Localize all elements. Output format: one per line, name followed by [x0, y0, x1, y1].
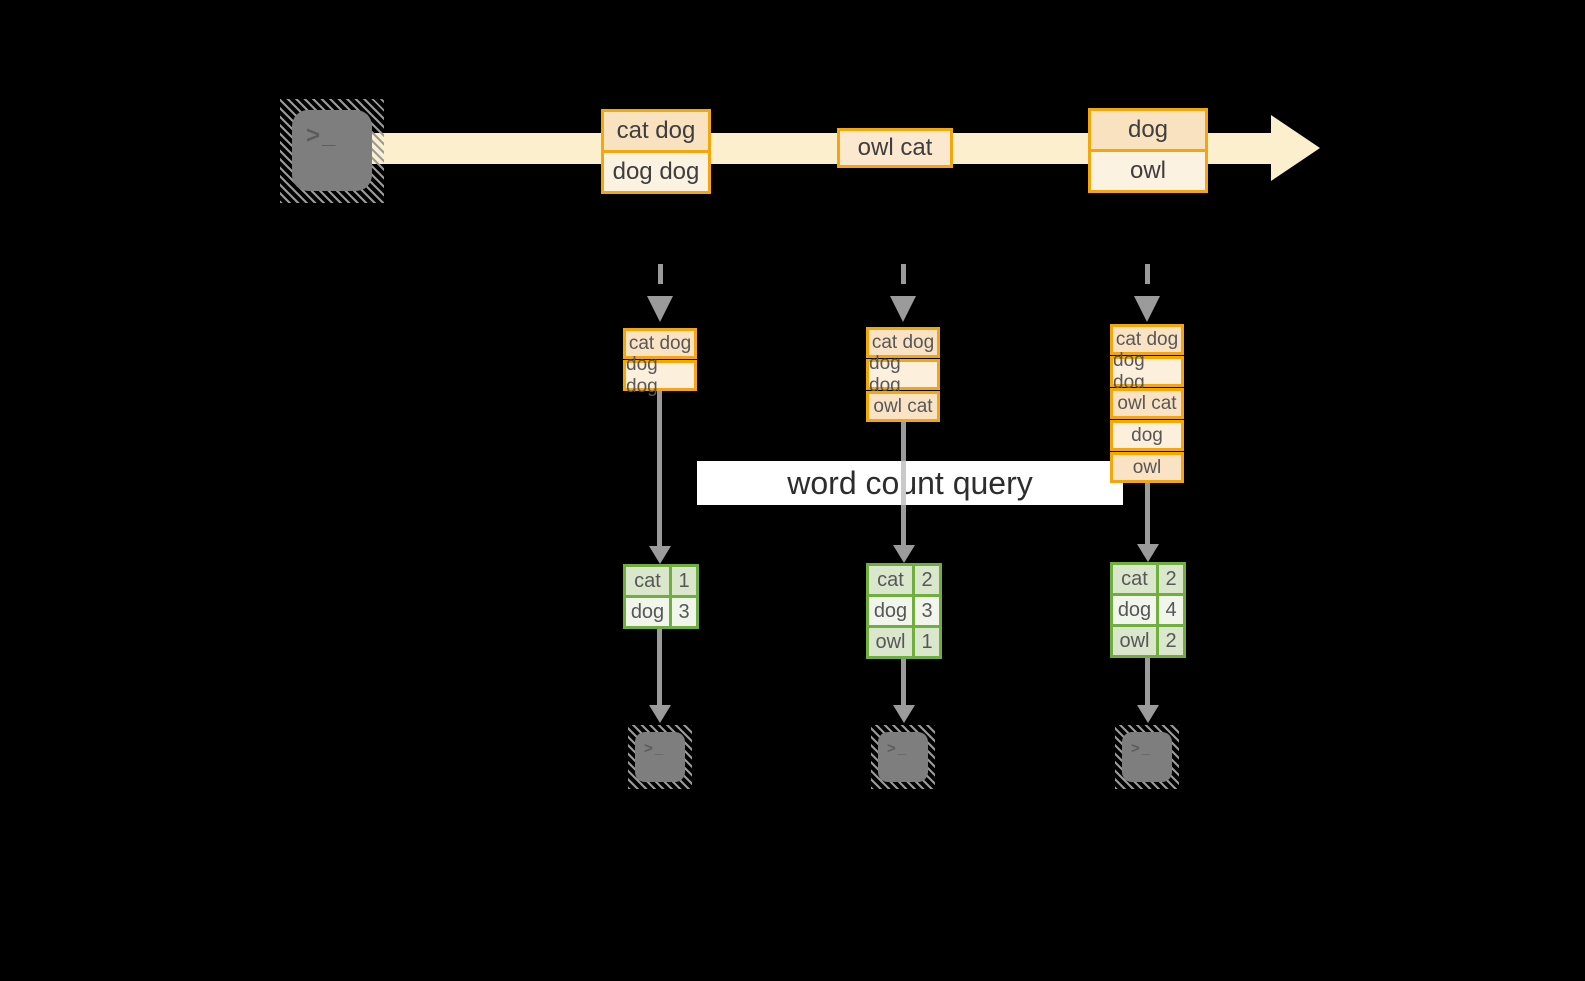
count-cell: 2 — [1159, 565, 1183, 593]
word-cell: dog — [626, 598, 669, 626]
flow-arrowhead-icon — [893, 705, 915, 723]
ingest-dashed-arrow-icon — [1145, 264, 1150, 284]
output-terminal-icon: >_ — [871, 725, 935, 789]
count-cell: 3 — [672, 598, 696, 626]
ingest-arrowhead-icon — [890, 296, 916, 322]
stream-event-text: owl cat — [840, 131, 950, 165]
word-cell: cat — [626, 567, 669, 595]
buffer-item: owl cat — [866, 391, 940, 422]
event-buffer-stack: cat dog dog dog owl cat dog owl — [1110, 324, 1184, 483]
event-buffer-stack: cat dog dog dog — [623, 328, 697, 397]
stream-event-text: cat dog — [604, 112, 708, 150]
flow-line — [657, 629, 662, 707]
word-cell: cat — [869, 566, 912, 594]
terminal-screen: >_ — [1122, 732, 1172, 782]
buffer-item: owl cat — [1110, 388, 1184, 419]
output-terminal-icon: >_ — [628, 725, 692, 789]
terminal-prompt-glyph: > — [644, 740, 655, 757]
flow-arrowhead-icon — [1137, 544, 1159, 562]
flow-arrowhead-icon — [649, 705, 671, 723]
terminal-prompt-glyph: > — [887, 740, 898, 757]
stream-event-text: owl — [1091, 149, 1205, 190]
buffer-item: dog dog — [623, 354, 697, 397]
word-count-query-banner: word count query — [697, 461, 1123, 505]
word-cell: dog — [869, 597, 912, 625]
banner-label: word count query — [787, 464, 1033, 501]
flow-arrowhead-icon — [649, 546, 671, 564]
stream-event-text: dog dog — [604, 150, 708, 191]
word-cell: owl — [869, 628, 912, 656]
terminal-cursor-glyph: _ — [897, 740, 909, 757]
stream-arrow-head-icon — [1271, 115, 1320, 181]
stream-event-text: dog — [1091, 111, 1205, 149]
source-terminal-icon: >_ — [280, 99, 384, 203]
stream-event-box: owl cat — [837, 128, 953, 168]
stream-event-box: cat dog dog dog — [601, 109, 711, 194]
terminal-prompt-glyph: > — [306, 122, 323, 149]
flow-line-through-banner — [901, 461, 906, 505]
terminal-screen: >_ — [292, 110, 372, 191]
ingest-dashed-arrow-icon — [658, 264, 663, 284]
ingest-arrowhead-icon — [647, 296, 673, 322]
word-count-table: cat 2 dog 3 owl 1 — [866, 563, 942, 659]
flow-line — [901, 659, 906, 707]
terminal-cursor-glyph: _ — [654, 740, 666, 757]
event-buffer-stack: cat dog dog dog owl cat — [866, 327, 940, 422]
flow-line — [1145, 658, 1150, 707]
terminal-screen: >_ — [878, 732, 928, 782]
word-count-table: cat 1 dog 3 — [623, 564, 699, 629]
word-count-table: cat 2 dog 4 owl 2 — [1110, 562, 1186, 658]
count-cell: 1 — [672, 567, 696, 595]
word-cell: dog — [1113, 596, 1156, 624]
buffer-item: cat dog — [1110, 324, 1184, 355]
flow-line — [1145, 480, 1150, 546]
buffer-item: dog dog — [866, 353, 940, 396]
count-cell: 3 — [915, 597, 939, 625]
buffer-item: dog — [1110, 420, 1184, 451]
count-cell: 1 — [915, 628, 939, 656]
buffer-item: owl — [1110, 452, 1184, 483]
terminal-cursor-glyph: _ — [1141, 740, 1153, 757]
flow-line — [657, 388, 662, 550]
count-cell: 2 — [915, 566, 939, 594]
buffer-item: dog dog — [1110, 350, 1184, 393]
output-terminal-icon: >_ — [1115, 725, 1179, 789]
count-cell: 2 — [1159, 627, 1183, 655]
flow-arrowhead-icon — [893, 545, 915, 563]
terminal-screen: >_ — [635, 732, 685, 782]
ingest-arrowhead-icon — [1134, 296, 1160, 322]
buffer-item: cat dog — [623, 328, 697, 359]
word-cell: cat — [1113, 565, 1156, 593]
count-cell: 4 — [1159, 596, 1183, 624]
stream-event-box: dog owl — [1088, 108, 1208, 193]
terminal-prompt-glyph: > — [1131, 740, 1142, 757]
flow-arrowhead-icon — [1137, 705, 1159, 723]
word-cell: owl — [1113, 627, 1156, 655]
ingest-dashed-arrow-icon — [901, 264, 906, 284]
buffer-item: cat dog — [866, 327, 940, 358]
terminal-cursor-glyph: _ — [322, 122, 338, 149]
